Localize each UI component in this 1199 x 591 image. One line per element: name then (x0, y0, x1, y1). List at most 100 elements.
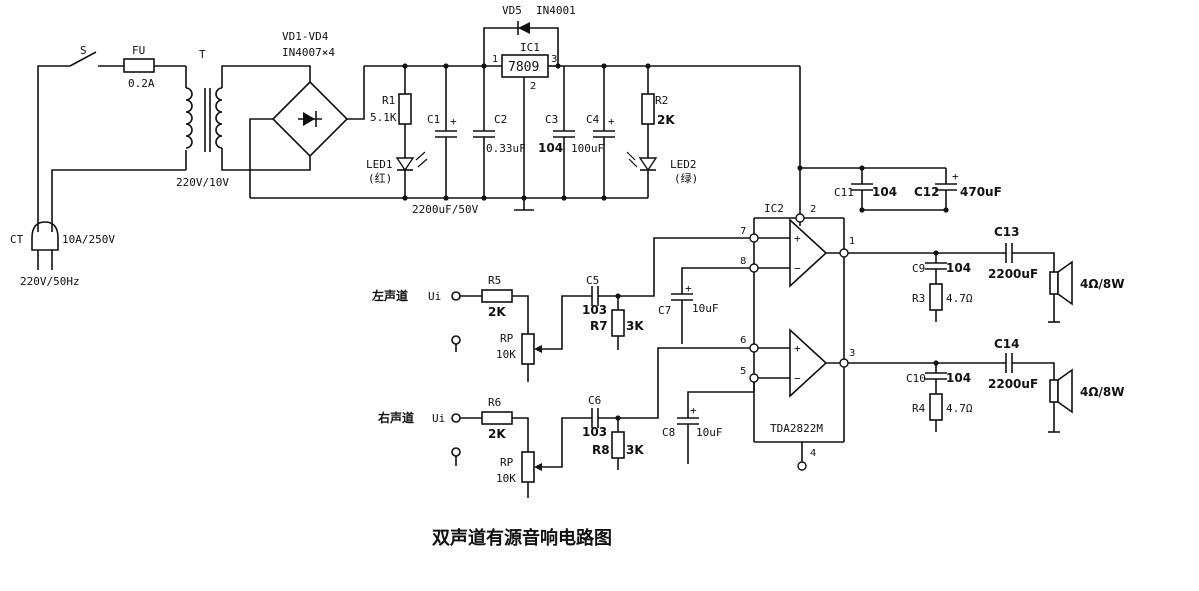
label-c5-value: 103 (582, 303, 607, 317)
label-c2-value: 0.33uF (486, 142, 526, 155)
label-c9-value: 104 (946, 261, 971, 275)
label-led2: LED2 (670, 158, 697, 171)
label-pin1: 1 (849, 236, 855, 247)
label-c8-value: 10uF (696, 426, 723, 439)
r1-led1-branch (395, 66, 428, 198)
label-c4-plus: + (608, 115, 615, 128)
diagram-caption: 双声道有源音响电路图 (432, 527, 612, 549)
left-input (451, 237, 754, 382)
label-led1-color: (红) (368, 172, 392, 185)
label-opamp2-plus: + (794, 342, 801, 355)
resistor-r2 (641, 93, 655, 125)
label-speaker-left: 4Ω/8W (1080, 277, 1125, 291)
label-c7: C7 (658, 304, 671, 317)
label-c3: C3 (545, 113, 558, 126)
label-transformer: T (199, 48, 206, 61)
label-ic2: IC2 (764, 202, 784, 215)
capacitor-c1 (435, 66, 457, 198)
led1 (395, 157, 415, 172)
label-ic1: IC1 (520, 41, 540, 54)
label-r2: R2 (655, 94, 668, 107)
junctions (402, 63, 949, 421)
plug-ct (31, 221, 59, 251)
label-r5: R5 (488, 274, 501, 287)
output-stage-right (844, 353, 1073, 433)
label-c14: C14 (994, 337, 1020, 351)
label-rp-left: RP (500, 332, 514, 345)
resistor-r5 (481, 289, 513, 303)
label-pin4: 4 (810, 448, 816, 459)
label-rp-right: RP (500, 456, 514, 469)
label-led2-color: (绿) (674, 171, 698, 185)
label-left-ui: Ui (428, 290, 441, 303)
led2 (638, 157, 658, 172)
label-fuse: FU (132, 44, 145, 57)
resistor-r4 (929, 393, 943, 421)
resistor-r8 (611, 431, 625, 459)
label-vd5: VD5 (502, 4, 522, 17)
resistor-r6 (481, 411, 513, 425)
capacitor-c2 (473, 66, 495, 198)
label-ic1-part: 7809 (508, 60, 539, 75)
dc-rails (250, 65, 801, 218)
label-c3-value: 104 (538, 141, 563, 155)
label-c12-value: 470uF (960, 185, 1002, 199)
label-bridge-part: IN4007×4 (282, 46, 335, 59)
capacitor-c3 (553, 66, 575, 198)
label-opamp1-minus: − (794, 262, 801, 275)
label-pin5: 5 (740, 366, 746, 377)
label-c1: C1 (427, 113, 440, 126)
label-r7: R7 (590, 319, 608, 333)
amplifier-ic2 (753, 217, 845, 466)
potentiometer-rp-left (521, 333, 535, 365)
label-r3: R3 (912, 292, 925, 305)
label-vd5-part: IN4001 (536, 4, 576, 17)
label-c6: C6 (588, 394, 601, 407)
mains-input (31, 51, 187, 270)
resistor-r1 (398, 93, 412, 125)
label-speaker-right: 4Ω/8W (1080, 385, 1125, 399)
label-ic2-part: TDA2822M (770, 422, 823, 435)
label-c6-value: 103 (582, 425, 607, 439)
label-ic1-pin3: 3 (551, 54, 557, 65)
label-bridge: VD1-VD4 (282, 30, 329, 43)
pin-circles (749, 213, 849, 471)
label-r4: R4 (912, 402, 926, 415)
label-pin8: 8 (740, 256, 746, 267)
label-transformer-ratio: 220V/10V (176, 176, 229, 189)
label-c12-plus: + (952, 170, 959, 183)
resistor-r3 (929, 283, 943, 311)
label-c14-value: 2200uF (988, 377, 1038, 391)
label-r1: R1 (382, 94, 395, 107)
label-c12: C12 (914, 185, 940, 199)
label-right-ui: Ui (432, 412, 445, 425)
label-c8: C8 (662, 426, 675, 439)
label-pin2: 2 (810, 204, 816, 215)
label-opamp2-minus: − (794, 372, 801, 385)
label-c13: C13 (994, 225, 1020, 239)
label-c13-value: 2200uF (988, 267, 1038, 281)
label-c8-plus: + (690, 404, 697, 417)
label-right-channel: 右声道 (377, 410, 414, 425)
switch-s (69, 51, 97, 67)
label-c5: C5 (586, 274, 599, 287)
diode-vd5 (518, 22, 530, 34)
label-plug-rating: 10A/250V (62, 233, 115, 246)
label-c11: C11 (834, 186, 854, 199)
resistor-r7 (611, 309, 625, 337)
label-c10: C10 (906, 372, 926, 385)
label-led1: LED1 (366, 158, 393, 171)
label-r1-value: 5.1K (370, 111, 397, 124)
label-r5-value: 2K (488, 305, 506, 319)
speaker-right (1049, 379, 1059, 403)
label-c4-value: 100uF (571, 142, 604, 155)
label-ic1-pin2: 2 (530, 81, 536, 92)
label-left-channel: 左声道 (371, 288, 408, 303)
opamp-1 (789, 218, 828, 288)
label-c11-value: 104 (872, 185, 897, 199)
label-c9: C9 (912, 262, 925, 275)
label-r7-value: 3K (626, 319, 644, 333)
potentiometer-rp-right (521, 451, 535, 483)
label-c10-value: 104 (946, 371, 971, 385)
r2-led2-branch (626, 66, 658, 198)
